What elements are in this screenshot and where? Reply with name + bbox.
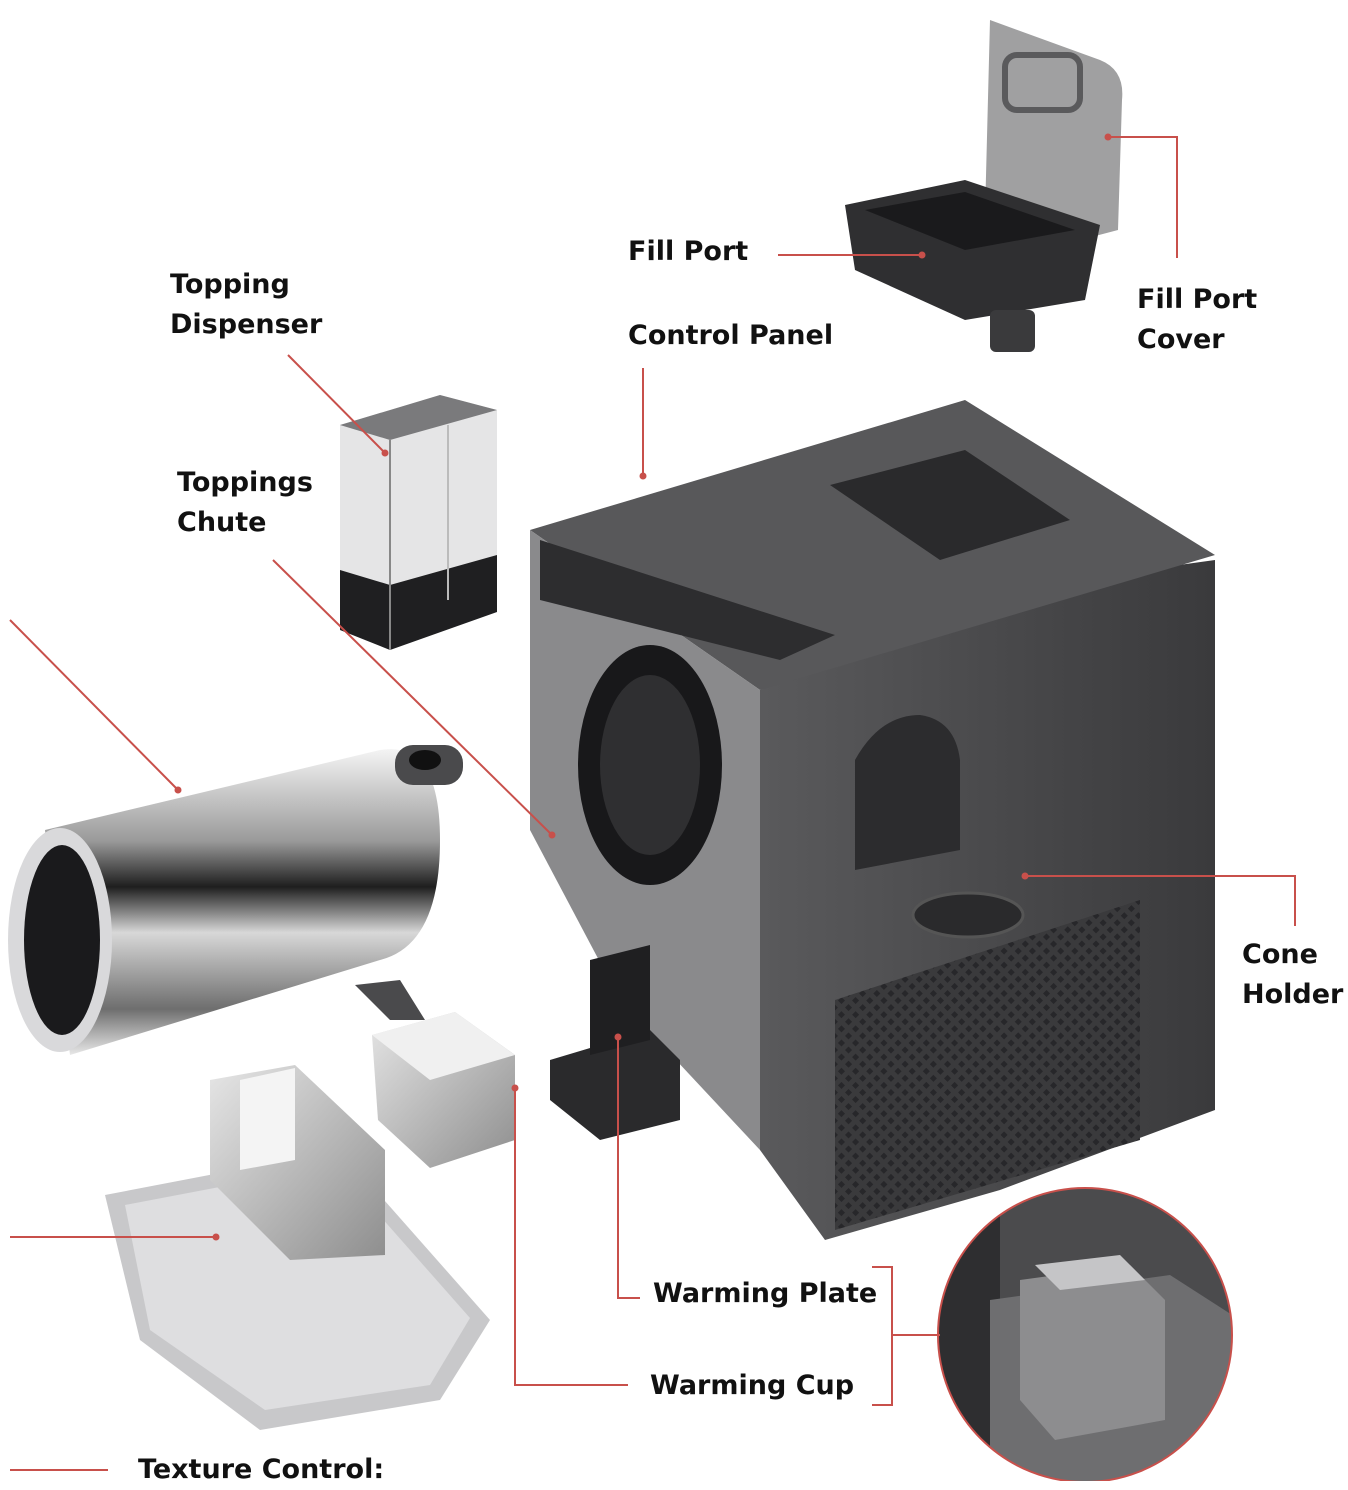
leader-warming-cup	[514, 1088, 628, 1386]
label-toppings-chute-line2: Chute	[177, 507, 267, 538]
label-cone-holder: Cone Holder	[1242, 935, 1343, 1015]
label-texture-control: Texture Control:	[138, 1454, 385, 1485]
label-fill-port: Fill Port	[628, 236, 749, 267]
leader-warming-plate	[617, 1037, 640, 1299]
label-fill-port-cover-line1: Fill Port	[1137, 284, 1258, 315]
freezing-bowl-part	[8, 745, 463, 1055]
zoom-inset	[937, 1187, 1233, 1481]
drip-tray-part	[105, 1065, 490, 1430]
label-cone-holder-line2: Holder	[1242, 979, 1344, 1010]
label-warming-cup: Warming Cup	[650, 1370, 855, 1401]
leader-cone-holder	[1025, 875, 1296, 926]
leader-fill-port-cover	[1108, 136, 1178, 258]
warming-cup-part	[355, 980, 515, 1168]
leader-topping-dispenser	[287, 354, 386, 454]
fill-port-cover-part	[985, 20, 1123, 240]
label-topping-dispenser: Topping Dispenser	[170, 265, 322, 345]
label-fill-port-cover: Fill Port Cover	[1137, 280, 1257, 360]
topping-dispenser-part	[340, 395, 497, 650]
leader-toppings-chute	[272, 559, 553, 836]
label-fill-port-cover-line2: Cover	[1137, 324, 1225, 355]
label-toppings-chute: Toppings Chute	[177, 463, 313, 543]
label-cone-holder-line1: Cone	[1242, 939, 1318, 970]
label-topping-dispenser-line2: Dispenser	[170, 309, 323, 340]
label-control-panel: Control Panel	[628, 320, 834, 351]
fill-port-part	[845, 180, 1100, 352]
leader-dots	[174, 133, 1112, 1241]
label-topping-dispenser-line1: Topping	[170, 269, 290, 300]
leader-lines	[9, 136, 1296, 1471]
leader-bowl	[9, 619, 179, 791]
label-warming-plate: Warming Plate	[653, 1278, 878, 1309]
leader-bracket	[872, 1266, 940, 1406]
label-toppings-chute-line1: Toppings	[177, 467, 313, 498]
machine-body	[530, 400, 1215, 1240]
